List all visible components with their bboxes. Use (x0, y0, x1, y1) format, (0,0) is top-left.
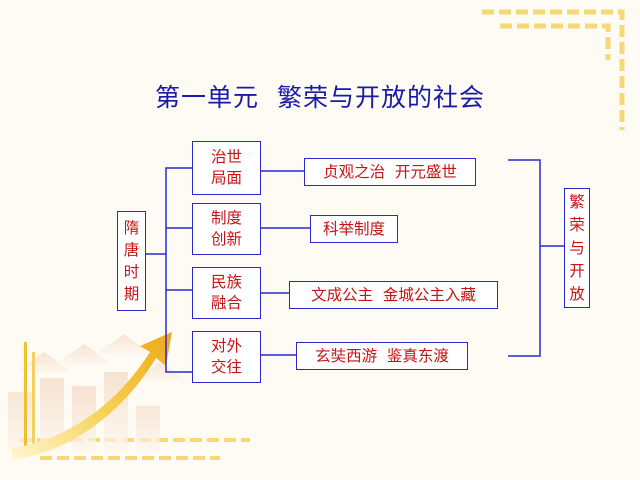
dashed-frame-top-right (482, 9, 625, 130)
detail-label: 贞观之治 开元盛世 (323, 162, 457, 181)
detail-box-zhishi: 贞观之治 开元盛世 (304, 158, 476, 186)
category-label: 民族 融合 (210, 273, 242, 312)
detail-label: 玄奘西游 鉴真东渡 (315, 346, 449, 365)
category-label: 治世 局面 (210, 148, 242, 187)
growth-bars-icon (8, 334, 188, 452)
root-box-sui-tang: 隋 唐 时 期 (117, 211, 146, 311)
category-bracket (165, 167, 192, 373)
summary-bracket (508, 159, 541, 357)
category-label: 对外 交往 (210, 337, 242, 376)
category-box-zhishi: 治世 局面 (192, 141, 261, 195)
root-label: 隋 唐 时 期 (123, 219, 140, 303)
detail-box-minzu: 文成公主 金城公主入藏 (289, 281, 498, 309)
category-box-duiwai: 对外 交往 (192, 331, 261, 383)
category-label: 制度 创新 (210, 209, 242, 248)
category-box-minzu: 民族 融合 (192, 267, 261, 319)
detail-box-duiwai: 玄奘西游 鉴真东渡 (296, 342, 468, 370)
summary-box-fanrong-kaifang: 繁 荣 与 开 放 (564, 188, 590, 308)
detail-label: 文成公主 金城公主入藏 (311, 285, 476, 304)
category-box-zhidu: 制度 创新 (192, 203, 261, 255)
detail-label: 科举制度 (322, 219, 385, 238)
detail-box-zhidu: 科举制度 (310, 215, 398, 243)
growth-arrow-icon (12, 332, 172, 460)
summary-label: 繁 荣 与 开 放 (569, 192, 585, 303)
slide-title: 第一单元 繁荣与开放的社会 (155, 83, 485, 112)
